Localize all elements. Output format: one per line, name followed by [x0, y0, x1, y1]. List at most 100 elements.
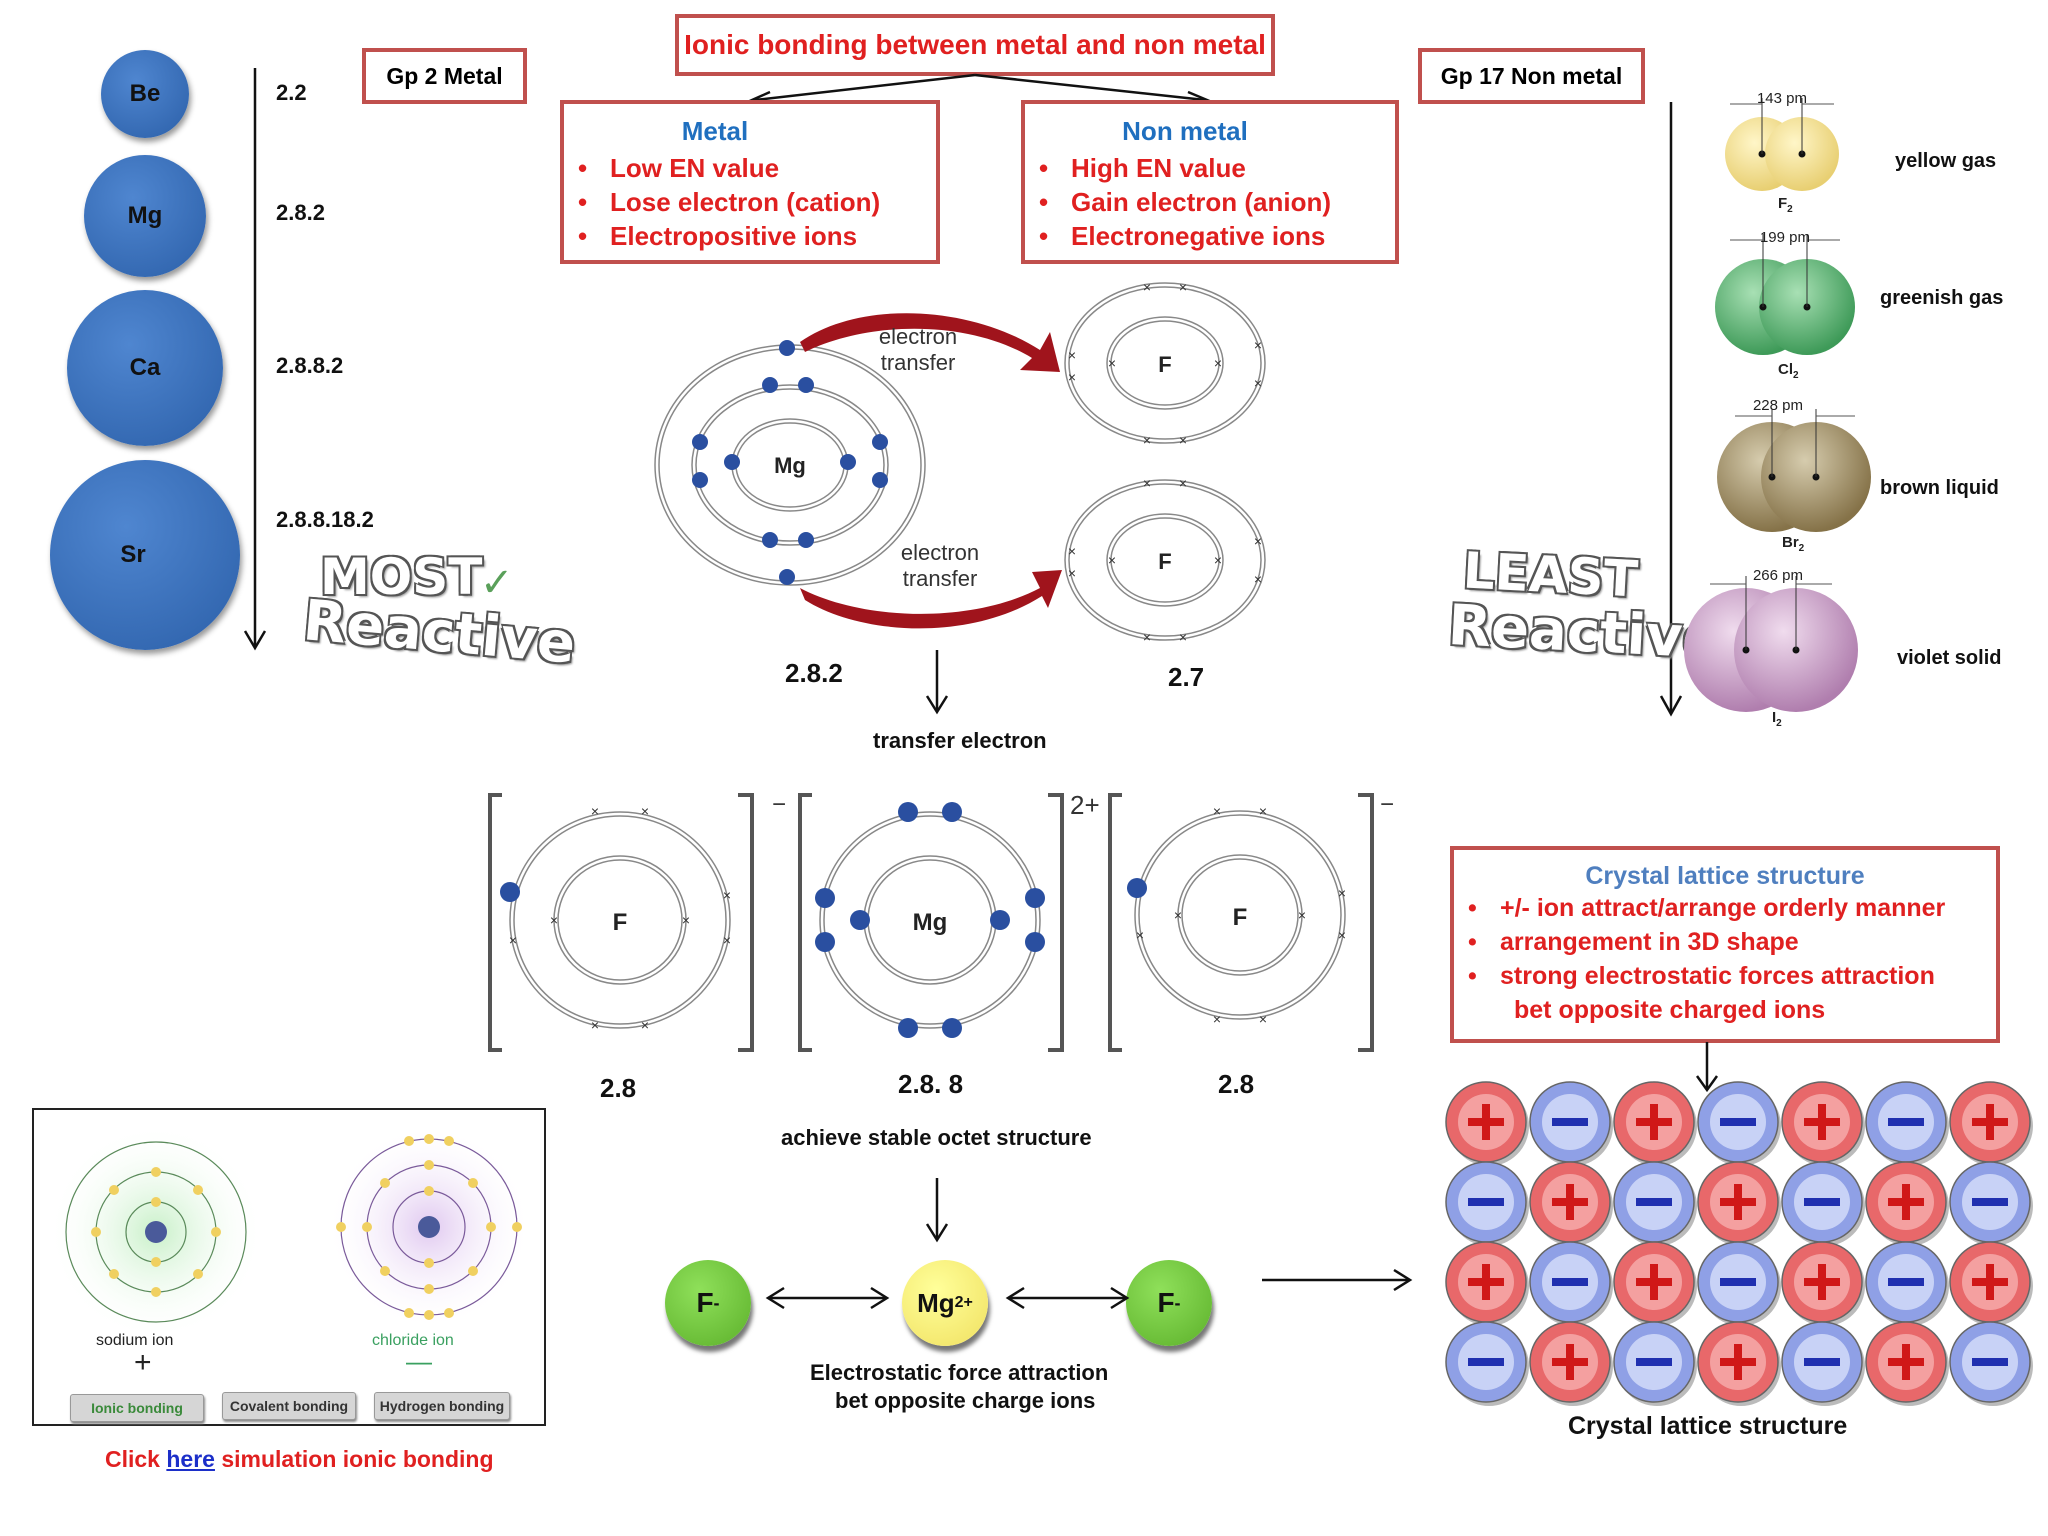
- anion-sphere: [1445, 1321, 1529, 1406]
- f-ion-right-charge: −: [1380, 791, 1394, 818]
- anion-sphere: [1529, 1241, 1613, 1326]
- metal-list: Low EN value Lose electron (cation) Elec…: [564, 151, 936, 253]
- f-ion-right-gained-electron: [1127, 878, 1147, 898]
- anion-sphere: [1697, 1241, 1781, 1326]
- nonmetal-heading: Non metal: [1122, 116, 1248, 146]
- svg-text:×: ×: [1108, 552, 1116, 568]
- mg-ion-electrons: [815, 802, 1045, 1038]
- svg-text:×: ×: [1068, 347, 1076, 363]
- svg-text:×: ×: [1214, 355, 1222, 371]
- simulation-link-prefix: Click: [105, 1446, 167, 1472]
- electron-transfer-diagram: Mg electron transfer electron transfer F…: [654, 279, 1266, 645]
- cation-sphere: [1529, 1321, 1613, 1406]
- svg-text:×: ×: [1213, 1011, 1221, 1027]
- cation-sphere: [1613, 1241, 1697, 1326]
- f-atom-top: [1064, 282, 1266, 444]
- f-ion-left-symbol: F: [613, 909, 628, 936]
- cation-sphere: [1613, 1081, 1697, 1166]
- attraction-caption-2: bet opposite charge ions: [835, 1388, 1096, 1413]
- gp17-heading: Gp 17 Non metal: [1440, 63, 1623, 89]
- svg-text:×: ×: [1259, 803, 1267, 819]
- chloride-ion-label: chloride ion: [372, 1332, 454, 1349]
- svg-text:×: ×: [1068, 369, 1076, 385]
- config-be: 2.2: [276, 80, 307, 105]
- svg-text:×: ×: [641, 1017, 649, 1033]
- svg-text:×: ×: [723, 887, 731, 903]
- ionic-bonding-button[interactable]: Ionic bonding: [70, 1394, 204, 1422]
- br2-bond-length: 228 pm: [1753, 397, 1803, 414]
- svg-text:×: ×: [1179, 629, 1187, 645]
- atom-be-symbol: Be: [129, 80, 161, 107]
- gp17-down-arrow: [1659, 102, 1683, 717]
- svg-text:×: ×: [1108, 355, 1116, 371]
- covalent-bonding-button[interactable]: Covalent bonding: [222, 1392, 356, 1420]
- lattice-heading: Crystal lattice structure: [1585, 862, 1865, 890]
- f-ion-left-bracket: [488, 793, 754, 1052]
- mg-config: 2.8.2: [785, 658, 843, 688]
- transfer-step-label: transfer electron: [873, 728, 1047, 753]
- br2-formula: Br2: [1782, 534, 1805, 554]
- most-label: MOST: [320, 548, 483, 606]
- anion-sphere: [1697, 1081, 1781, 1166]
- svg-text:×: ×: [1143, 475, 1151, 491]
- f2-formula: F2: [1778, 195, 1793, 215]
- mg-atom-symbol: Mg: [774, 453, 806, 478]
- nonmetal-list: High EN value Gain electron (anion) Elec…: [1025, 151, 1395, 253]
- config-ca: 2.8.8.2: [276, 353, 344, 378]
- f2-state: yellow gas: [1895, 150, 1997, 172]
- transfer-arrow-top: [800, 313, 1060, 372]
- atom-ca-symbol: Ca: [129, 354, 161, 381]
- f-config: 2.7: [1168, 662, 1205, 692]
- f-ion-ball-left: F-: [665, 1260, 751, 1346]
- lattice-list: +/- ion attract/arrange orderly manner a…: [1454, 891, 1996, 993]
- svg-text:×: ×: [1136, 927, 1144, 943]
- svg-text:×: ×: [1214, 552, 1222, 568]
- cation-sphere: [1445, 1241, 1529, 1326]
- ions-diagram: − F ×× ×× ××× ×× 2+ Mg − F ×× ×× ×××: [488, 790, 1394, 1052]
- atom-sr-symbol: Sr: [120, 541, 146, 568]
- svg-text:×: ×: [1254, 375, 1262, 391]
- gp2-heading-box: Gp 2 Metal: [362, 48, 527, 104]
- octet-label: achieve stable octet structure: [781, 1125, 1092, 1150]
- hydrogen-bonding-button[interactable]: Hydrogen bonding: [374, 1392, 510, 1420]
- f-ion-left-gained-electron: [500, 882, 520, 902]
- sodium-ion-label: sodium ion: [96, 1332, 174, 1349]
- svg-text:×: ×: [1174, 907, 1182, 923]
- i2-bond-length: 266 pm: [1753, 567, 1803, 584]
- atom-be: Be: [101, 50, 189, 138]
- simulation-link[interactable]: here: [166, 1446, 215, 1472]
- svg-text:×: ×: [1179, 432, 1187, 448]
- f-atom-top-electrons: ×× ×× ×× ×× ××: [1068, 279, 1262, 448]
- simulation-panel[interactable]: sodium ion + chloride ion — Ionic bondin…: [32, 1108, 546, 1426]
- cation-sphere: [1949, 1081, 2033, 1166]
- anion-sphere: [1445, 1161, 1529, 1246]
- mg-ion-symbol: Mg: [913, 909, 948, 936]
- metal-item: Electropositive ions: [564, 219, 936, 253]
- title-box: Ionic bonding between metal and non meta…: [675, 14, 1275, 76]
- metal-box: Metal Low EN value Lose electron (cation…: [560, 100, 940, 264]
- f-ion-ball-left-charge: -: [713, 1292, 720, 1313]
- gp17-heading-box: Gp 17 Non metal: [1418, 48, 1645, 104]
- nonmetal-item: High EN value: [1025, 151, 1395, 185]
- f-ion-right-config: 2.8: [1218, 1069, 1255, 1099]
- crystal-lattice-grid: [1445, 1081, 2033, 1406]
- svg-text:×: ×: [550, 912, 558, 928]
- transfer-arrow-bottom: [800, 570, 1062, 629]
- molecule-br2: [1717, 409, 1871, 532]
- lattice-box-arrow: [1695, 1042, 1719, 1093]
- anion-sphere: [1781, 1161, 1865, 1246]
- f-ion-ball-right-charge: -: [1174, 1292, 1181, 1313]
- svg-text:×: ×: [1338, 885, 1346, 901]
- molecule-cl2: [1715, 234, 1855, 355]
- chloride-ion-sign: —: [406, 1346, 432, 1376]
- f-ion-left-charge: −: [772, 791, 786, 818]
- to-lattice-arrow: [1262, 1268, 1413, 1292]
- anion-sphere: [1865, 1241, 1949, 1326]
- atom-ca: Ca: [67, 290, 223, 446]
- gp2-down-arrow: [243, 68, 267, 651]
- anion-sphere: [1949, 1321, 2033, 1406]
- lattice-item: arrangement in 3D shape: [1454, 925, 1996, 959]
- svg-text:×: ×: [1068, 543, 1076, 559]
- svg-text:×: ×: [591, 803, 599, 819]
- transfer-label-top-2: transfer: [881, 350, 956, 375]
